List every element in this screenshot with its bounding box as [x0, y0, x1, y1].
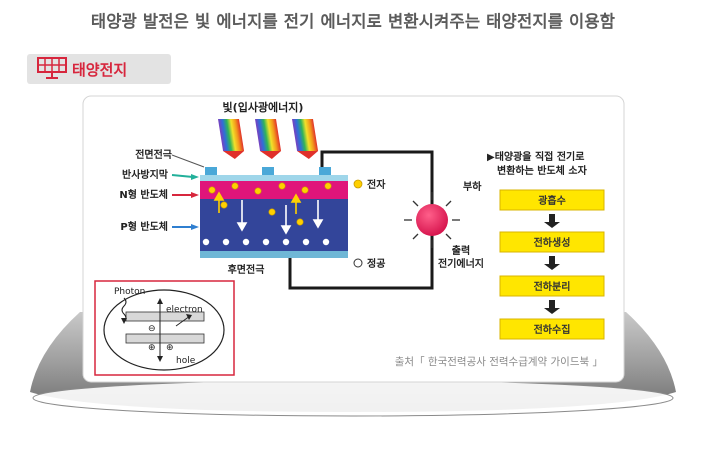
load-label: 부하	[463, 180, 482, 193]
output-label-2: 전기에너지	[438, 257, 484, 270]
front-electrode-pointer	[171, 154, 205, 168]
svg-text:⊕: ⊕	[148, 343, 156, 353]
load-bulb	[404, 192, 460, 248]
process-description-1: ▶태양광을 직접 전기로	[487, 150, 584, 163]
electron-up-arrows	[213, 191, 302, 214]
electrons	[208, 182, 332, 226]
light-beams	[218, 119, 319, 159]
back-electrode-layer	[200, 251, 348, 258]
n-type-label: N형 반도체	[119, 188, 168, 201]
process-description-2: 변환하는 반도체 소자	[497, 164, 588, 177]
electron-legend-label: 전자	[367, 178, 386, 191]
n-type-arrowhead	[191, 192, 199, 198]
holes	[202, 238, 330, 246]
antireflection-pointer	[171, 174, 194, 178]
antireflection-label: 반사방지막	[122, 168, 169, 181]
step-box	[499, 189, 605, 211]
front-electrode-label: 전면전극	[135, 148, 172, 161]
inset-photon-label: Photon	[114, 287, 145, 297]
antireflection-layer	[200, 175, 348, 181]
step-arrow	[544, 300, 560, 314]
step-box	[499, 318, 605, 340]
step-box	[499, 231, 605, 253]
output-label-1: 출력	[452, 244, 470, 257]
hole-legend-label: 정공	[367, 257, 385, 270]
hole-legend-swatch	[353, 258, 363, 268]
solar-panel-icon	[37, 57, 67, 79]
svg-text:⊕: ⊕	[166, 343, 174, 353]
p-type-label: P형 반도체	[120, 220, 168, 233]
light-label: 빛(입사광에너지)	[223, 100, 304, 114]
step-arrow	[544, 256, 560, 270]
carrier-arrows	[236, 200, 324, 235]
photon-inset: ⊖ ⊕ ⊕	[94, 280, 235, 376]
p-type-arrowhead	[191, 224, 199, 230]
svg-text:⊖: ⊖	[148, 324, 156, 334]
step-label: 전하분리	[534, 280, 571, 293]
step-label: 광흡수	[538, 194, 566, 207]
step-box	[499, 275, 605, 297]
step-arrow	[544, 214, 560, 228]
process-steps: 광흡수 전하생성 전하분리 전하수집	[499, 189, 605, 340]
step-label: 전하생성	[534, 236, 571, 249]
inset-electron-label: electron	[166, 305, 203, 315]
front-electrodes	[205, 167, 331, 175]
source-citation: 출처「 한국전력공사 전력수급계약 가이드북 」	[395, 356, 603, 368]
inset-hole-label: hole	[176, 356, 196, 366]
antireflection-arrowhead	[191, 174, 199, 180]
back-electrode-label: 후면전극	[228, 263, 265, 276]
section-badge-label: 태양전지	[72, 61, 128, 79]
electron-legend-swatch	[353, 179, 363, 189]
page-headline: 태양광 발전은 빛 에너지를 전기 에너지로 변환시켜주는 태양전지를 이용함	[90, 12, 616, 31]
step-label: 전하수집	[534, 323, 571, 336]
